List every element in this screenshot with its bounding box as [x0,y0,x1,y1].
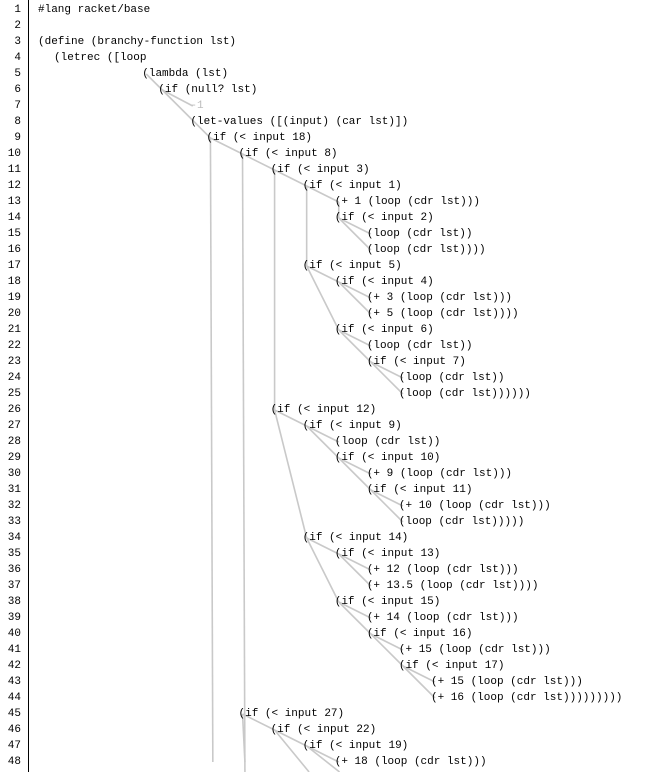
line-number: 45 [7,708,21,720]
code-line[interactable]: (if (< input 9) [302,420,402,432]
line-number: 11 [7,164,21,176]
line-number: 47 [7,740,21,752]
line-number: 25 [7,388,21,400]
line-number: 35 [7,548,21,560]
line-number: 9 [14,132,21,144]
line-number: 8 [14,116,21,128]
line-number: 39 [7,612,21,624]
code-line[interactable]: (+ 3 (loop (cdr lst))) [366,292,513,304]
code-line[interactable]: (if (< input 8) [238,148,338,160]
code-line[interactable]: (+ 14 (loop (cdr lst))) [366,612,519,624]
code-line[interactable]: (define (branchy-function lst) [38,36,237,48]
line-number: 13 [7,196,21,208]
line-number: 21 [7,324,21,336]
code-line[interactable]: (loop (cdr lst)) [366,228,473,240]
line-number: 14 [7,212,21,224]
code-line[interactable]: (if (< input 18) [206,132,313,144]
code-line[interactable]: (if (< input 14) [302,532,409,544]
code-line[interactable]: (+ 12 (loop (cdr lst))) [366,564,519,576]
line-number: 28 [7,436,21,448]
code-line[interactable]: (loop (cdr lst)))) [366,244,486,256]
code-line[interactable]: (+ 1 (loop (cdr lst))) [334,196,480,208]
line-number: 32 [7,500,21,512]
line-number: 27 [7,420,21,432]
line-number: 48 [7,756,21,768]
code-line[interactable]: (+ 18 (loop (cdr lst))) [334,756,487,768]
line-number: 23 [7,356,21,368]
code-line[interactable]: (+ 10 (loop (cdr lst))) [398,500,551,512]
code-line[interactable]: (if (< input 16) [366,628,473,640]
line-number: 1 [14,4,21,16]
line-number: 42 [7,660,21,672]
code-line[interactable]: (lambda (lst) [142,68,229,80]
line-number: 19 [7,292,21,304]
line-number: 20 [7,308,21,320]
line-number: 18 [7,276,21,288]
code-line[interactable]: (if (< input 5) [302,260,402,272]
line-number: 37 [7,580,21,592]
code-line[interactable]: (if (< input 27) [238,708,345,720]
code-line[interactable]: (if (< input 11) [366,484,473,496]
line-number: 33 [7,516,21,528]
code-line[interactable]: (+ 15 (loop (cdr lst))) [430,676,583,688]
line-number: 29 [7,452,21,464]
code-line[interactable]: (if (< input 22) [270,724,377,736]
code-line[interactable]: #lang racket/base [38,4,151,16]
code-line[interactable]: (+ 15 (loop (cdr lst))) [398,644,551,656]
code-line[interactable]: (if (null? lst) [158,84,258,96]
line-number: 26 [7,404,21,416]
code-line[interactable]: (if (< input 12) [270,404,377,416]
line-number: 43 [7,676,21,688]
line-number: 3 [14,36,21,48]
line-number: 4 [14,52,21,64]
line-number: 16 [7,244,21,256]
line-number: 6 [14,84,21,96]
code-line[interactable]: (+ 9 (loop (cdr lst))) [366,468,513,480]
line-number: 2 [14,20,21,32]
code-line[interactable]: (if (< input 7) [366,356,466,368]
line-number: 31 [7,484,21,496]
code-line[interactable]: (loop (cdr lst)) [334,436,441,448]
code-line[interactable]: (+ 16 (loop (cdr lst))))))))) [430,692,623,704]
line-number: 41 [7,644,21,656]
code-line[interactable]: (if (< input 1) [302,180,402,192]
line-number: 7 [14,100,21,112]
line-number: 46 [7,724,21,736]
line-number: 24 [7,372,21,384]
code-line[interactable]: (if (< input 3) [270,164,370,176]
line-number: 10 [7,148,21,160]
code-line[interactable]: (if (< input 2) [334,212,434,224]
code-line[interactable]: (if (< input 13) [334,548,441,560]
code-line[interactable]: (if (< input 4) [334,276,434,288]
code-line[interactable]: (loop (cdr lst)) [398,372,505,384]
code-line[interactable]: (loop (cdr lst)) [366,340,473,352]
line-number: 40 [7,628,21,640]
line-number: 22 [7,340,21,352]
code-line[interactable]: (+ 5 (loop (cdr lst)))) [366,308,519,320]
line-number: 5 [14,68,21,80]
code-line[interactable]: (if (< input 6) [334,324,434,336]
code-line[interactable]: (if (< input 19) [302,740,409,752]
code-line[interactable]: (+ 13.5 (loop (cdr lst)))) [366,580,539,592]
code-line[interactable]: (loop (cdr lst))))) [398,516,525,528]
code-line[interactable]: (loop (cdr lst)))))) [398,388,531,400]
line-number: 38 [7,596,21,608]
line-number: 34 [7,532,21,544]
line-number: 15 [7,228,21,240]
code-line[interactable]: (if (< input 17) [398,660,505,672]
line-number: 44 [7,692,21,704]
line-number: 36 [7,564,21,576]
line-number: 17 [7,260,21,272]
code-line[interactable]: (if (< input 10) [334,452,441,464]
code-line[interactable]: (let-values ([(input) (car lst)]) [190,116,409,128]
code-line[interactable]: (if (< input 15) [334,596,441,608]
code-line[interactable]: -1 [190,100,204,112]
code-line[interactable]: (letrec ([loop [54,52,147,64]
line-number: 12 [7,180,21,192]
line-number: 30 [7,468,21,480]
